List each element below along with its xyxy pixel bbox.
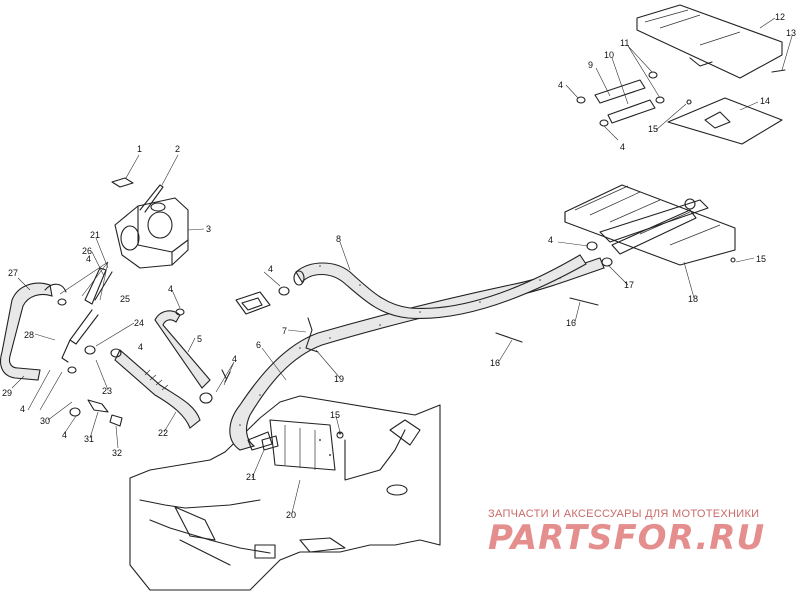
callout-4: 4	[620, 142, 625, 152]
callout-6: 6	[256, 340, 261, 350]
callout-30: 30	[40, 416, 50, 426]
callout-8: 8	[336, 234, 341, 244]
callout-15: 15	[648, 124, 658, 134]
callout-4: 4	[138, 342, 143, 352]
callout-21: 21	[90, 230, 100, 240]
callout-18: 18	[688, 294, 698, 304]
callout-23: 23	[102, 386, 112, 396]
hose-22-24	[110, 308, 231, 429]
callout-4: 4	[558, 80, 563, 90]
callout-2: 2	[175, 144, 180, 154]
watermark-logo: PARTSFOR.RU	[488, 518, 766, 558]
tunnel-chassis	[129, 395, 441, 591]
callout-29: 29	[2, 388, 12, 398]
callout-20: 20	[286, 510, 296, 520]
reservoir-3	[111, 177, 189, 269]
callout-26: 26	[82, 246, 92, 256]
callout-22: 22	[158, 428, 168, 438]
callout-4: 4	[548, 235, 553, 245]
callout-24: 24	[134, 318, 144, 328]
callout-15: 15	[756, 254, 766, 264]
callout-10: 10	[604, 50, 614, 60]
cover-12	[636, 4, 786, 79]
callout-9: 9	[588, 60, 593, 70]
left-hoses	[0, 267, 123, 427]
heat-exchanger-18	[564, 184, 736, 266]
callout-16: 16	[566, 318, 576, 328]
leader-lines	[11, 17, 793, 514]
callout-27: 27	[8, 268, 18, 278]
callout-15: 15	[330, 410, 340, 420]
callout-4: 4	[168, 284, 173, 294]
plate-14	[667, 97, 783, 145]
tubes-9-10	[576, 71, 692, 127]
callout-19: 19	[334, 374, 344, 384]
callout-3: 3	[206, 224, 211, 234]
callout-5: 5	[197, 334, 202, 344]
watermark: ЗАПЧАСТИ И АКСЕССУАРЫ ДЛЯ МОТОТЕХНИКИ PA…	[488, 508, 788, 558]
callout-4: 4	[86, 254, 91, 264]
hose-8	[293, 254, 587, 319]
callouts: 1 2 3 4 4 4 4 4 4 4 4 4 4 5 6 7 8 9 10 1…	[2, 12, 796, 520]
clamps-17	[495, 241, 736, 343]
callout-13: 13	[786, 28, 796, 38]
callout-4: 4	[268, 264, 273, 274]
callout-25: 25	[120, 294, 130, 304]
callout-32: 32	[112, 448, 122, 458]
callout-11: 11	[620, 38, 629, 48]
callout-14: 14	[760, 96, 770, 106]
callout-7: 7	[282, 326, 287, 336]
callout-4: 4	[232, 354, 237, 364]
callout-28: 28	[24, 330, 34, 340]
callout-31: 31	[84, 434, 94, 444]
fittings	[235, 286, 344, 451]
callout-4: 4	[62, 430, 67, 440]
watermark-tagline: ЗАПЧАСТИ И АКСЕССУАРЫ ДЛЯ МОТОТЕХНИКИ	[488, 508, 760, 520]
callout-21: 21	[246, 472, 256, 482]
callout-16: 16	[490, 358, 500, 368]
callout-12: 12	[775, 12, 785, 22]
callout-1: 1	[137, 144, 142, 154]
callout-4: 4	[20, 404, 25, 414]
callout-17: 17	[624, 280, 634, 290]
